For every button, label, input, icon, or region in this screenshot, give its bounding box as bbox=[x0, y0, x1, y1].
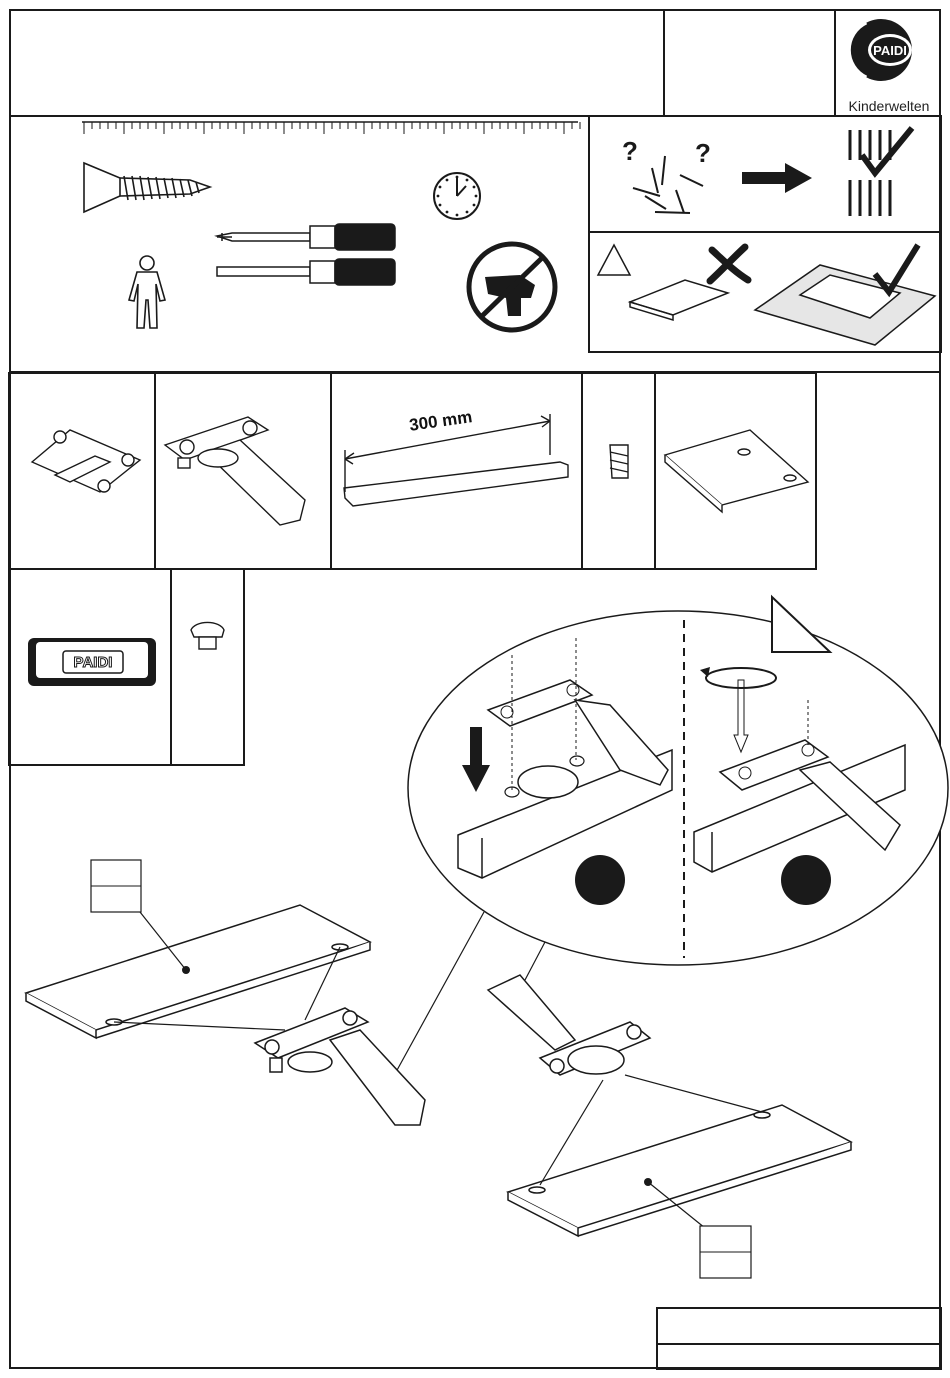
question-icon: ? bbox=[622, 136, 638, 166]
clock-icon bbox=[434, 173, 480, 219]
detail-callout bbox=[408, 597, 948, 965]
logo-wordmark: PAIDI bbox=[873, 43, 907, 58]
title-block bbox=[657, 1308, 941, 1369]
screw-icon bbox=[84, 163, 210, 212]
paidi-badge-part: PAIDI bbox=[28, 638, 156, 686]
sort-screws-illustration bbox=[633, 156, 703, 213]
screwdriver-icon bbox=[217, 224, 395, 285]
right-hinge bbox=[488, 975, 650, 1075]
paidi-logo: PAIDI bbox=[848, 19, 912, 81]
check-icon-2 bbox=[875, 245, 918, 292]
plate-part bbox=[665, 430, 808, 512]
badge-text: PAIDI bbox=[74, 654, 113, 671]
brand-tagline: Kinderwelten bbox=[836, 98, 942, 114]
no-drill-icon bbox=[469, 244, 555, 330]
cam-connector-part bbox=[610, 445, 628, 478]
cover-cap-part bbox=[191, 622, 224, 649]
mounting-plate-part bbox=[32, 430, 140, 492]
right-door-panel bbox=[508, 1105, 851, 1236]
person-icon bbox=[129, 256, 165, 328]
protect-surface-illustration bbox=[598, 245, 935, 345]
arrow-right-icon bbox=[742, 163, 812, 193]
cross-icon bbox=[710, 247, 748, 281]
ruler bbox=[82, 122, 580, 134]
hinge-part bbox=[165, 417, 305, 525]
warning-triangle-icon bbox=[772, 597, 830, 652]
question-icon-2: ? bbox=[695, 138, 711, 168]
sorted-screws bbox=[850, 130, 890, 216]
